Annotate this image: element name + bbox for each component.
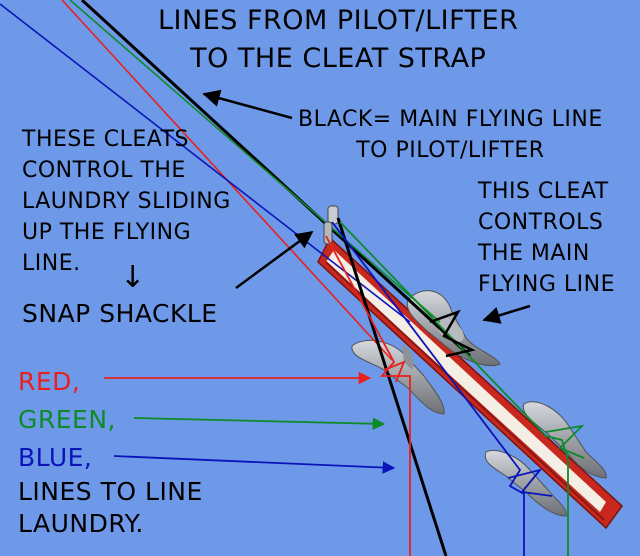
right-note-line-3: THE MAIN: [478, 241, 590, 266]
snap-shackle-label: SNAP SHACKLE: [22, 299, 218, 328]
laundry-label-line-1: LINES TO LINE: [18, 477, 203, 506]
down-arrow-icon: ↓: [120, 260, 146, 295]
main-line-cleat: [406, 290, 501, 366]
title-line-1: LINES FROM PILOT/LIFTER: [158, 5, 519, 36]
black-note-line-2: TO PILOT/LIFTER: [356, 138, 545, 163]
left-note-line-5: LINE.: [22, 251, 81, 276]
left-note-line-3: LAUNDRY SLIDING: [22, 189, 231, 214]
main-cleat-note: THIS CLEAT CONTROLS THE MAIN FLYING LINE: [478, 176, 615, 300]
snap-shackle: [323, 205, 339, 245]
blue-line-label: BLUE,: [18, 443, 93, 472]
laundry-lines: [325, 217, 585, 556]
left-note-line-2: CONTROL THE: [22, 158, 186, 183]
left-note-line-1: THESE CLEATS: [22, 127, 190, 152]
annotation-arrows: [104, 89, 531, 474]
green-line-label: GREEN,: [18, 405, 116, 434]
right-note-line-2: CONTROLS: [478, 210, 604, 235]
laundry-lines-label: LINES TO LINE LAUNDRY.: [18, 476, 203, 540]
left-note-line-4: UP THE FLYING: [22, 220, 192, 245]
right-note-line-4: FLYING LINE: [478, 272, 616, 297]
black-note-line-1: BLACK= MAIN FLYING LINE: [298, 107, 603, 132]
right-note-line-1: THIS CLEAT: [478, 179, 609, 204]
laundry-cleats-note: THESE CLEATS CONTROL THE LAUNDRY SLIDING…: [22, 124, 231, 279]
title-line-2: TO THE CLEAT STRAP: [190, 43, 487, 74]
diagram-title: LINES FROM PILOT/LIFTER TO THE CLEAT STR…: [158, 2, 518, 78]
black-line-note: BLACK= MAIN FLYING LINE TO PILOT/LIFTER: [298, 104, 603, 166]
flying-lines: [0, 0, 472, 361]
red-line-label: RED,: [18, 367, 81, 396]
laundry-label-line-2: LAUNDRY.: [18, 509, 144, 538]
